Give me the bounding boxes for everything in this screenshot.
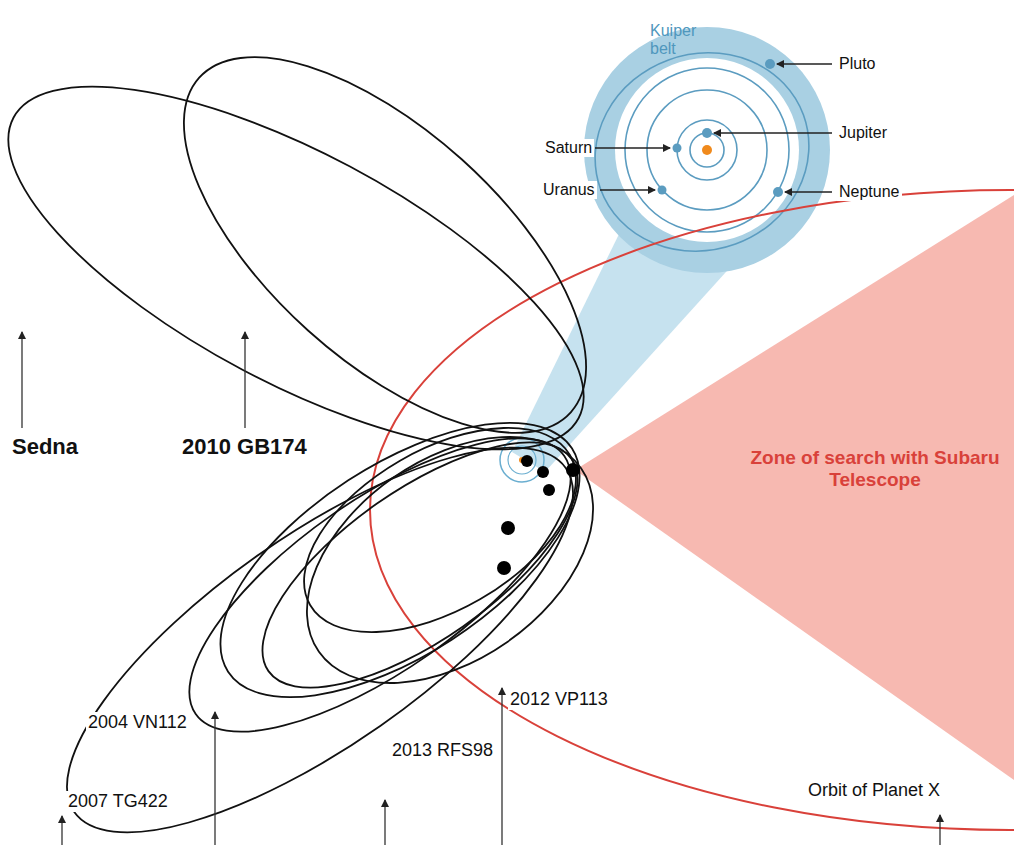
planet-label: Neptune (837, 183, 902, 201)
object-label: 2013 RFS98 (390, 740, 495, 761)
planet-label: Pluto (837, 55, 877, 73)
planet-leaders (595, 64, 832, 192)
object-label: 2007 TG422 (66, 791, 170, 812)
planet-label: Saturn (543, 139, 594, 157)
planets (658, 59, 784, 197)
object-label: 2004 VN112 (86, 712, 189, 733)
kuiper-inner (615, 58, 799, 242)
inner-system (508, 446, 536, 474)
planet-label: Uranus (541, 181, 597, 199)
planet-x-orbit (370, 190, 1014, 830)
object-label: 2010 GB174 (180, 434, 309, 459)
zone-label: Zone of search with Subaru Telescope (750, 447, 1000, 491)
planet-orbits (567, 23, 837, 281)
planet-label: Jupiter (837, 124, 889, 142)
orbit-label: Orbit of Planet X (806, 780, 942, 801)
object-label: 2012 VP113 (508, 689, 610, 710)
planet-label: Kuiper belt (648, 22, 714, 59)
object-positions (497, 455, 580, 575)
object-label: Sedna (10, 434, 80, 459)
sun (702, 145, 712, 155)
object-orbits (0, 0, 648, 845)
object-leaders (22, 332, 940, 845)
